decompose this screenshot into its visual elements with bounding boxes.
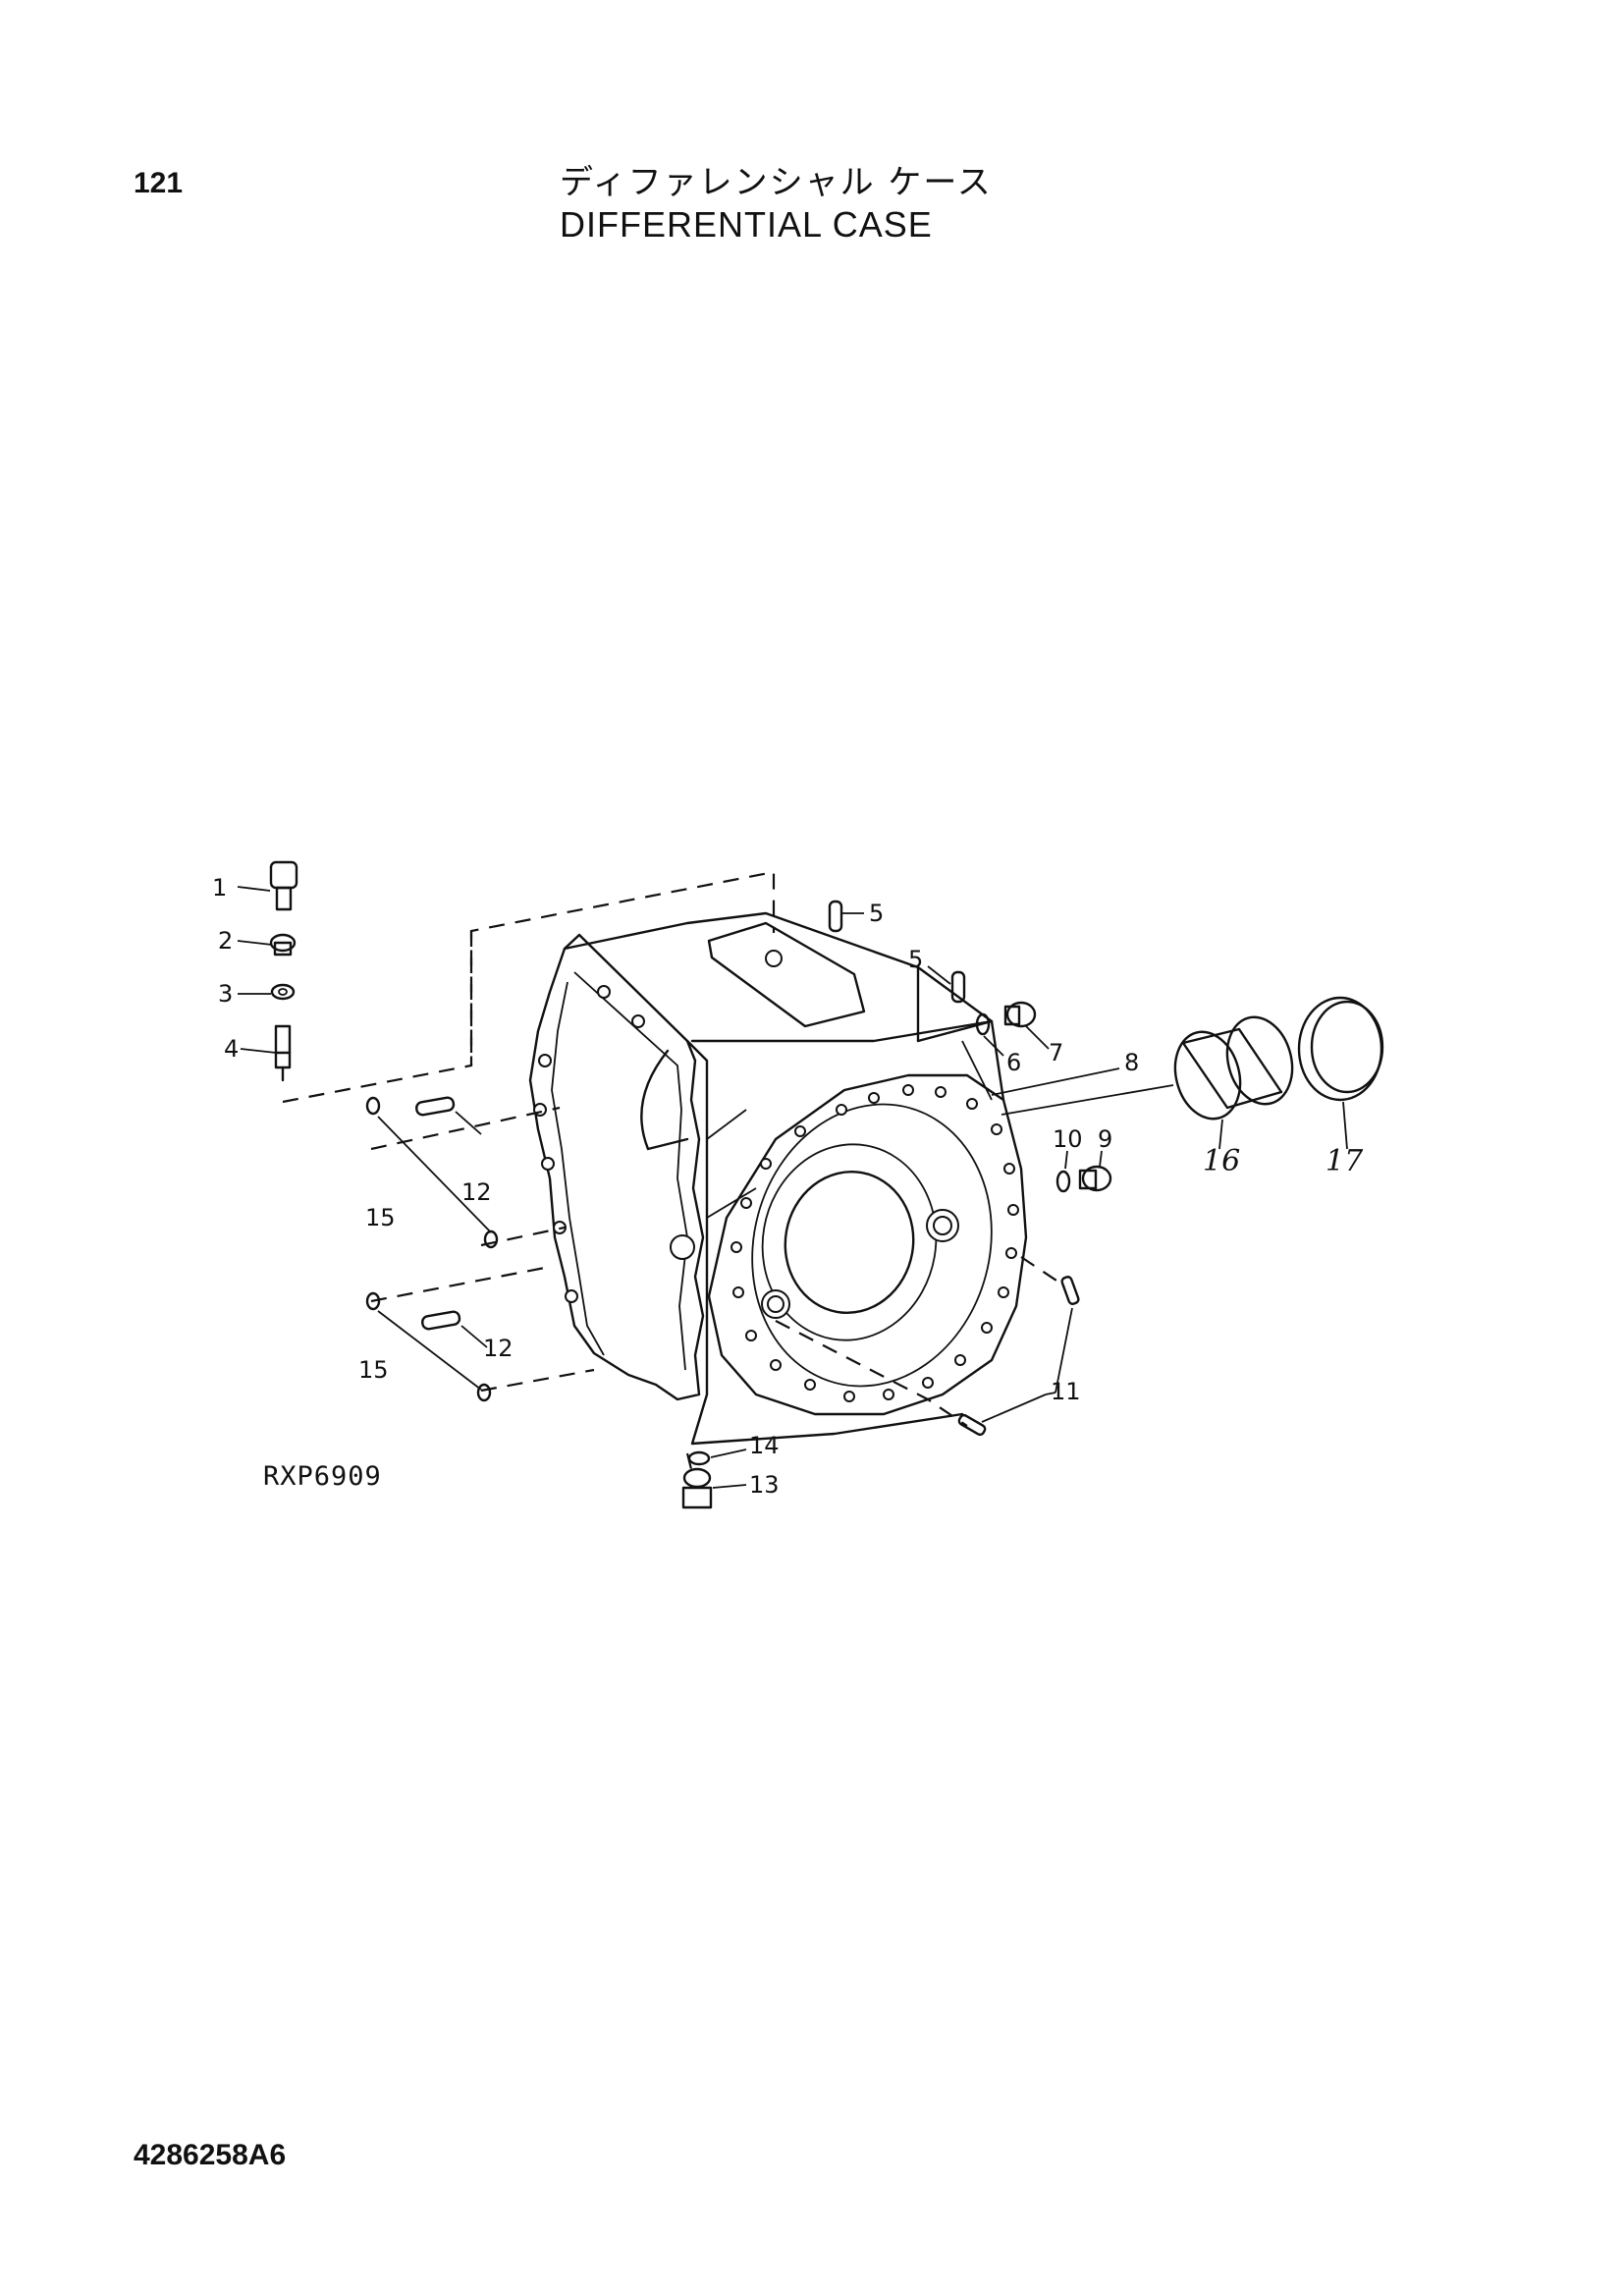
callout-11: 11: [1051, 1378, 1081, 1405]
callout-4: 4: [224, 1035, 239, 1063]
document-number: 4286258A6: [134, 2139, 287, 2171]
callout-14: 14: [749, 1432, 780, 1459]
part-16-sleeve: [1173, 1015, 1294, 1121]
part-2-nut: [269, 933, 297, 957]
part-3-washer: [270, 983, 296, 1001]
part-14-o-ring: [687, 1450, 711, 1466]
figure-code: RXP6909: [263, 1461, 382, 1492]
part-1-bolt: [269, 860, 298, 911]
callout-9: 9: [1098, 1125, 1112, 1153]
callout-8: 8: [1124, 1049, 1139, 1076]
callout-15-lower: 15: [358, 1356, 389, 1384]
part-10-o-ring: [1055, 1170, 1071, 1193]
callout-12-upper: 12: [461, 1178, 492, 1206]
callout-5-lower: 5: [908, 946, 923, 973]
part-6-o-ring: [975, 1012, 991, 1036]
part-12-dowels: [414, 1096, 461, 1331]
callout-17: 17: [1325, 1144, 1364, 1178]
part-5-pin-upper: [828, 900, 843, 933]
callout-13: 13: [749, 1471, 780, 1499]
callout-5-upper: 5: [869, 900, 884, 927]
title-english: DIFFERENTIAL CASE: [560, 204, 933, 245]
callout-leaders: [237, 886, 1348, 1489]
callout-16: 16: [1203, 1144, 1240, 1178]
callout-10: 10: [1053, 1125, 1083, 1153]
callout-6: 6: [1006, 1049, 1021, 1076]
part-11-pins: [957, 1276, 1080, 1437]
part-4-stud: [274, 1024, 292, 1082]
page-number: 121: [134, 167, 184, 199]
part-9-plug: [1078, 1165, 1112, 1192]
callout-3: 3: [218, 980, 233, 1008]
differential-case-housing: [528, 911, 1028, 1446]
callout-7: 7: [1049, 1039, 1063, 1066]
dashed-assembly-lines: [282, 870, 1066, 1474]
callout-labels: 1 2 3 4 5 5 6 7 8 9 10 11 12 12 13 14 15…: [212, 874, 1364, 1499]
part-5-pin-lower: [950, 970, 966, 1004]
callout-15-upper: 15: [365, 1204, 396, 1231]
part-7-plug: [1003, 1001, 1037, 1028]
callout-1: 1: [212, 874, 227, 902]
title-japanese: ディファレンシャル ケース: [560, 163, 993, 202]
callout-2: 2: [218, 927, 233, 955]
part-13-drain-plug: [681, 1467, 713, 1509]
part-17-seal-ring: [1297, 996, 1384, 1102]
callout-12-lower: 12: [483, 1335, 514, 1362]
part-15-o-rings: [365, 1096, 499, 1402]
